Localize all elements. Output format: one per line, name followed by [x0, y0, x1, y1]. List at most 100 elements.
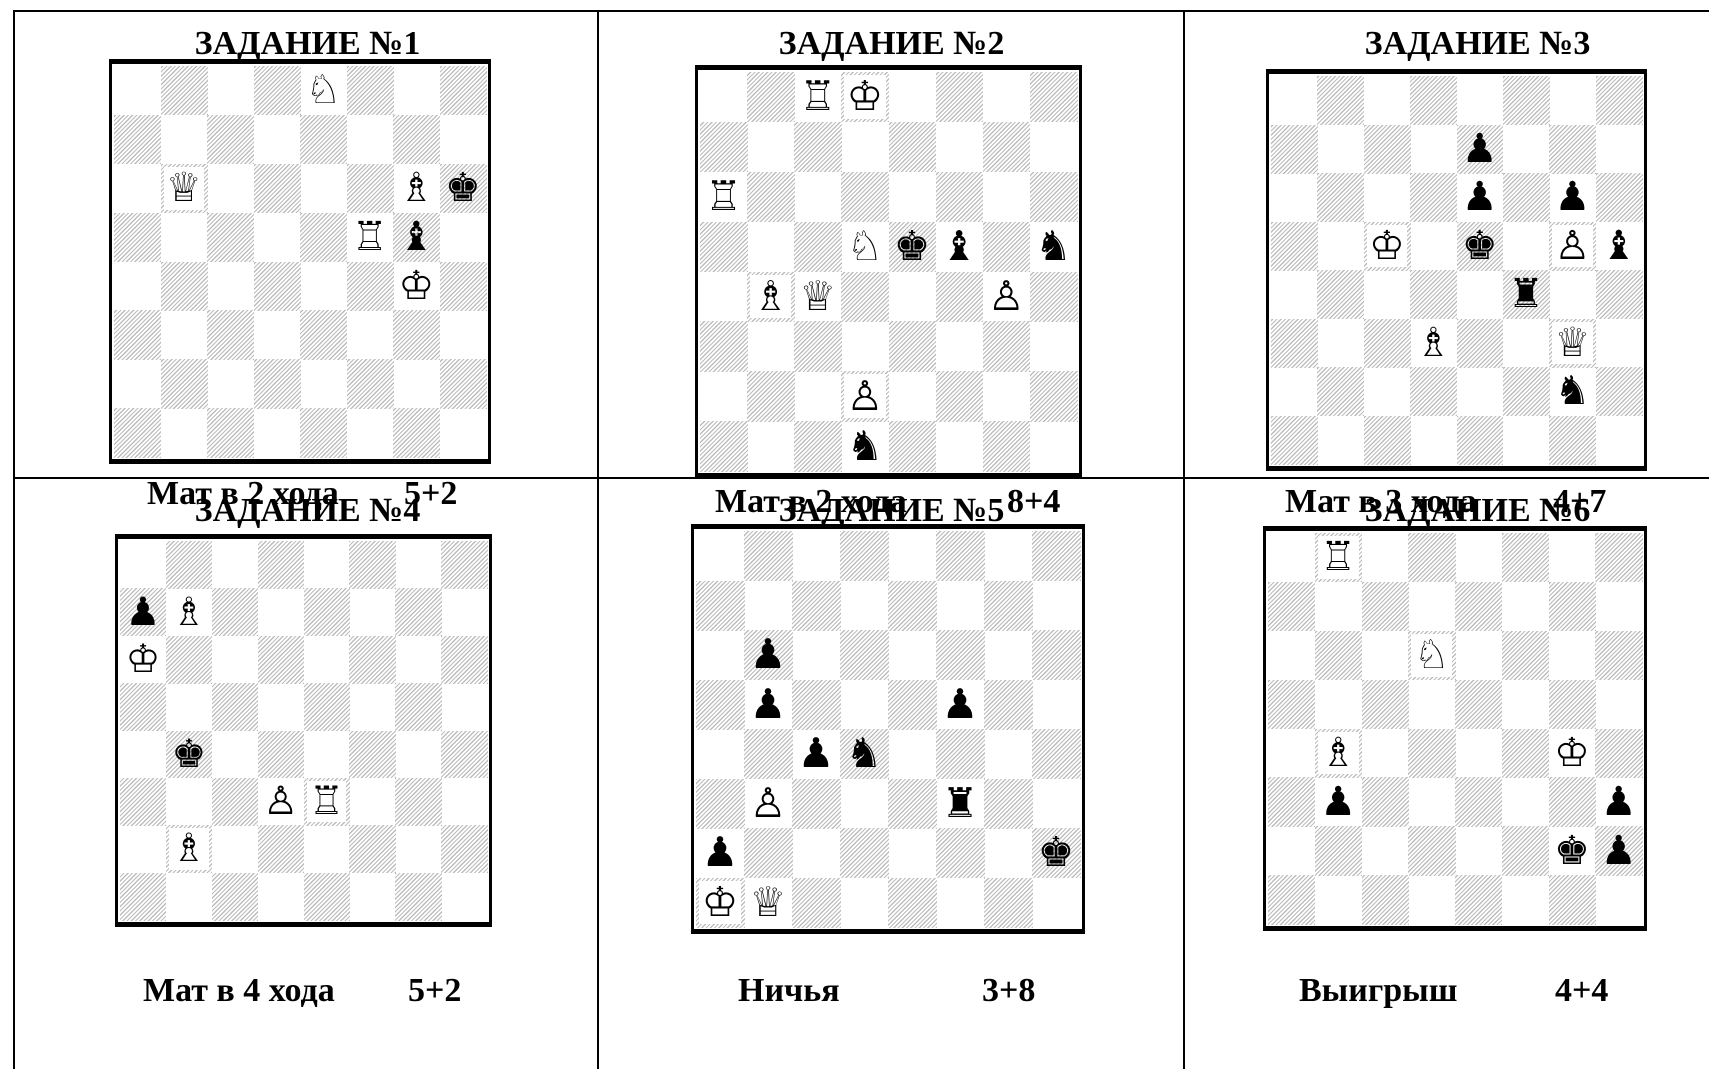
- board-square: [1596, 270, 1643, 319]
- board-square: [1268, 582, 1315, 631]
- board-frame: [695, 65, 698, 478]
- white-pawn-icon: ♙: [747, 782, 789, 826]
- board-square: [114, 310, 161, 359]
- white-knight-icon: ♘: [844, 225, 885, 269]
- board-square: [1315, 875, 1362, 924]
- board-square: [395, 683, 441, 731]
- board-square: [347, 310, 394, 359]
- board-square: [1596, 125, 1643, 174]
- task-cell-4: ЗАДАНИЕ №4 ♟♗♔♚♙♖♗ Мат в 4 хода 5+2: [15, 479, 600, 989]
- board-square: [936, 371, 984, 421]
- board-square: [1030, 122, 1078, 172]
- board-square: [1317, 76, 1364, 125]
- board-square: [393, 115, 440, 164]
- board-square: [395, 873, 441, 921]
- black-king-icon: ♚: [1035, 831, 1077, 875]
- black-rook-icon: ♜: [1506, 273, 1546, 316]
- board-square: [207, 164, 254, 213]
- board-square: [1455, 729, 1502, 778]
- board-frame: [1264, 526, 1646, 531]
- board-square: [258, 683, 304, 731]
- board-square: [747, 122, 795, 172]
- board-square: [700, 421, 748, 471]
- board-square: [936, 421, 984, 471]
- board-square: [349, 778, 395, 826]
- board-square: [254, 115, 301, 164]
- board-square: [1317, 367, 1364, 416]
- black-bishop-icon: ♝: [939, 225, 980, 269]
- board-square: [744, 729, 793, 779]
- board-square: [1455, 582, 1502, 631]
- board-square: [1362, 826, 1409, 875]
- board-square: [747, 222, 795, 272]
- board-square: [393, 310, 440, 359]
- board-frame: [116, 922, 491, 927]
- board-square: [888, 581, 937, 631]
- board-square: [393, 359, 440, 408]
- board-square: [1364, 416, 1411, 465]
- board-square: [747, 421, 795, 471]
- board-square: [984, 729, 1033, 779]
- task-cell-5: ЗАДАНИЕ №5 ♟♟♟♟♞♙♜♟♚♔♕ Ничья 3+8: [599, 479, 1184, 989]
- board-square: [1408, 777, 1455, 826]
- board-square: [1032, 779, 1081, 829]
- board-square: [984, 828, 1033, 878]
- board-square: [1503, 367, 1550, 416]
- board-square: [889, 421, 937, 471]
- board-square: [120, 683, 166, 731]
- board-square: [1268, 777, 1315, 826]
- board-square: [258, 541, 304, 589]
- board-square: [1457, 270, 1504, 319]
- board-square: [1596, 319, 1643, 368]
- board-square: [395, 825, 441, 873]
- white-pawn-icon: ♙: [986, 275, 1027, 319]
- board-square: [166, 683, 212, 731]
- board-square: [888, 680, 937, 730]
- board-square: [347, 408, 394, 457]
- board-square: [1271, 125, 1318, 174]
- board-square: [349, 683, 395, 731]
- board-square: [700, 222, 748, 272]
- board-square: [347, 66, 394, 115]
- board-square: [1455, 875, 1502, 924]
- board-square: [166, 778, 212, 826]
- board-square: [936, 581, 985, 631]
- board-square: [1596, 173, 1643, 222]
- board-square: [1455, 826, 1502, 875]
- board-square: [696, 581, 745, 631]
- white-bishop-icon: ♗: [169, 828, 209, 869]
- board-square: [794, 321, 842, 371]
- white-bishop-icon: ♗: [396, 167, 437, 210]
- board-square: [441, 873, 487, 921]
- board-square: [254, 408, 301, 457]
- board-square: [841, 321, 889, 371]
- black-bishop-icon: ♝: [396, 216, 437, 259]
- board-square: [1455, 777, 1502, 826]
- board-square: [1503, 319, 1550, 368]
- board-square: [1030, 371, 1078, 421]
- board-square: [114, 115, 161, 164]
- task-cell-6: ЗАДАНИЕ №6 ♖♘♗♔♟♟♚♟ Выигрыш 4+4: [1185, 479, 1709, 989]
- board-square: [212, 683, 258, 731]
- board-square: [1271, 76, 1318, 125]
- board-square: [1268, 631, 1315, 680]
- board-square: [207, 310, 254, 359]
- board-square: [747, 172, 795, 222]
- board-square: [1317, 173, 1364, 222]
- board-square: [440, 310, 487, 359]
- board-square: [792, 531, 841, 581]
- white-bishop-icon: ♗: [1413, 322, 1453, 365]
- board-square: [840, 878, 889, 928]
- board-square: [983, 371, 1031, 421]
- board-square: [1596, 367, 1643, 416]
- board-square: [212, 588, 258, 636]
- chess-board: ♖♔♖♘♚♝♞♗♕♙♙♞: [700, 72, 1077, 471]
- board-square: [1408, 582, 1455, 631]
- board-square: [441, 825, 487, 873]
- board-square: [888, 729, 937, 779]
- white-king-icon: ♔: [1552, 732, 1593, 775]
- board-frame: [110, 459, 490, 464]
- board-square: [161, 115, 208, 164]
- board-square: [347, 164, 394, 213]
- board-square: [440, 408, 487, 457]
